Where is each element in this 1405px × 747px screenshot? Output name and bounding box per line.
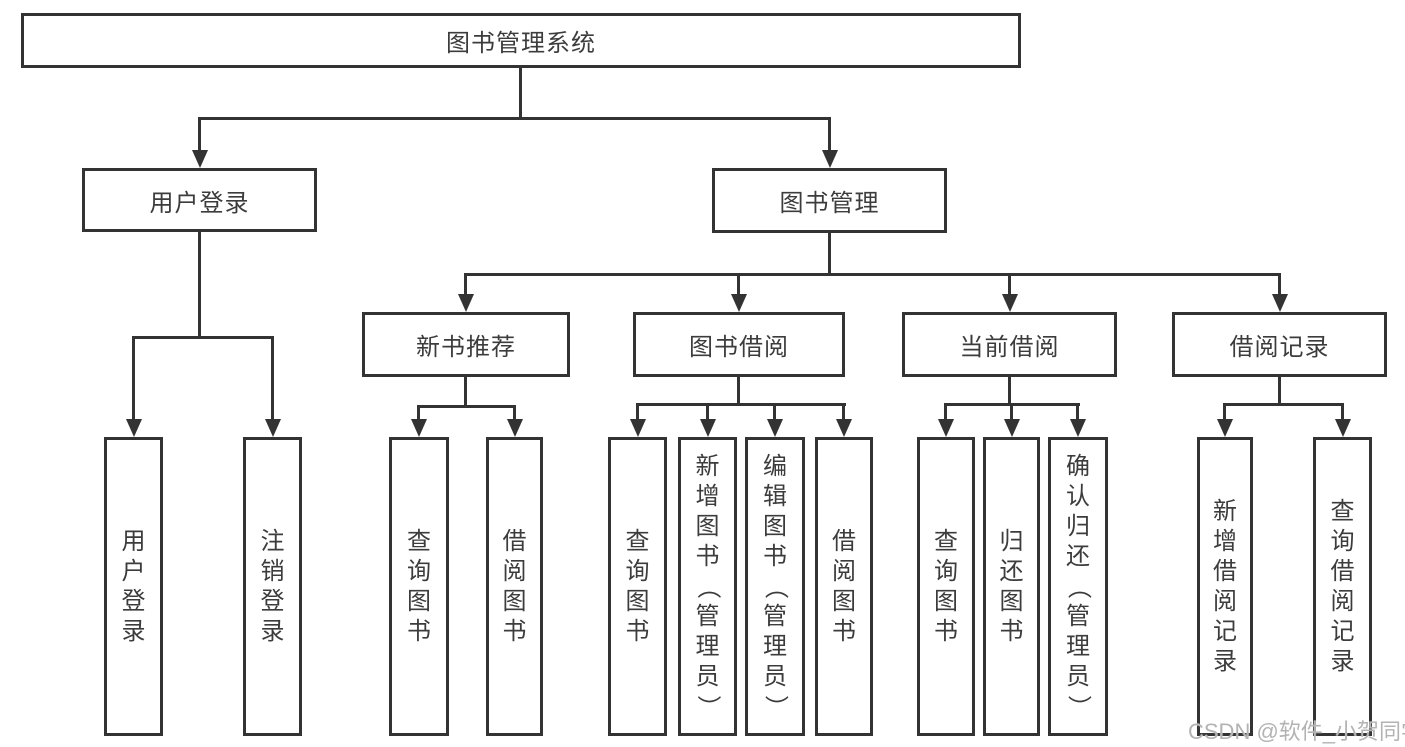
node-label: 图书管理系统	[446, 30, 596, 57]
connector-line	[132, 336, 135, 419]
connector-line	[944, 403, 947, 419]
connector-line	[1223, 403, 1343, 406]
connector-line	[1341, 403, 1344, 419]
leaf-query-borrow-record: 查询借阅记录	[1313, 437, 1372, 736]
leaf-edit-book-admin: 编辑图书（管理员）	[745, 437, 805, 736]
connector-line	[636, 403, 639, 419]
connector-line	[1010, 403, 1013, 419]
connector-line	[1278, 377, 1281, 403]
connector-line	[198, 232, 201, 336]
node-library-management-system: 图书管理系统	[21, 13, 1021, 68]
connector-line	[271, 336, 274, 419]
arrow-down-icon	[700, 419, 716, 437]
leaf-add-book-admin: 新增图书（管理员）	[678, 437, 737, 736]
leaf-borrow-books-borrowing: 借阅图书	[815, 437, 873, 736]
leaf-label: 确认归还（管理员）	[1065, 452, 1092, 719]
leaf-borrow-books-recommend: 借阅图书	[486, 437, 543, 736]
leaf-label: 注销登录	[260, 527, 285, 645]
connector-line	[1008, 273, 1011, 294]
arrow-down-icon	[507, 419, 523, 437]
node-label: 图书管理	[779, 190, 880, 217]
connector-line	[737, 377, 740, 403]
connector-line	[198, 117, 201, 150]
arrow-down-icon	[265, 419, 281, 437]
connector-line	[706, 403, 709, 419]
arrow-down-icon	[192, 150, 208, 168]
node-label: 新书推荐	[416, 334, 516, 361]
arrow-down-icon	[1070, 419, 1086, 437]
node-book-management: 图书管理	[712, 168, 947, 233]
leaf-label: 归还图书	[999, 527, 1024, 645]
leaf-label: 查询借阅记录	[1330, 497, 1355, 675]
arrow-down-icon	[767, 419, 783, 437]
arrow-down-icon	[458, 294, 474, 312]
leaf-label: 查询图书	[934, 527, 958, 645]
connector-line	[828, 233, 831, 273]
arrow-down-icon	[126, 419, 142, 437]
arrow-down-icon	[822, 150, 838, 168]
node-current-borrowing: 当前借阅	[902, 312, 1117, 377]
node-label: 当前借阅	[959, 334, 1060, 361]
connector-line	[842, 403, 845, 419]
leaf-query-books-current: 查询图书	[917, 437, 975, 736]
arrow-down-icon	[411, 419, 427, 437]
connector-line	[417, 405, 420, 419]
node-label: 借阅记录	[1229, 334, 1330, 361]
connector-line	[773, 403, 776, 419]
arrow-down-icon	[1335, 419, 1351, 437]
connector-line	[519, 68, 522, 117]
leaf-add-borrow-record: 新增借阅记录	[1197, 437, 1253, 736]
leaf-confirm-return-admin: 确认归还（管理员）	[1048, 437, 1108, 736]
leaf-label: 查询图书	[407, 527, 431, 645]
connector-line	[513, 405, 516, 419]
arrow-down-icon	[1217, 419, 1233, 437]
connector-line	[737, 273, 740, 294]
leaf-label: 查询图书	[625, 527, 650, 645]
node-book-borrowing: 图书借阅	[633, 312, 845, 377]
arrow-down-icon	[1004, 419, 1020, 437]
node-user-login: 用户登录	[82, 168, 317, 232]
connector-line	[464, 273, 1281, 276]
arrow-down-icon	[938, 419, 954, 437]
connector-line	[1076, 403, 1079, 419]
connector-line	[636, 403, 846, 406]
arrow-down-icon	[836, 419, 852, 437]
leaf-label: 用户登录	[121, 527, 146, 645]
connector-line	[464, 377, 467, 405]
connector-line	[828, 117, 831, 150]
leaf-query-books-borrowing: 查询图书	[608, 437, 667, 736]
connector-line	[1223, 403, 1226, 419]
connector-line	[464, 273, 467, 294]
leaf-return-book: 归还图书	[983, 437, 1040, 736]
leaf-label: 借阅图书	[502, 527, 527, 645]
csdn-watermark: CSDN @软件_小贺同学	[1188, 719, 1405, 744]
leaf-user-login: 用户登录	[104, 437, 163, 736]
leaf-label: 新增借阅记录	[1213, 497, 1237, 675]
connector-line	[198, 117, 831, 120]
arrow-down-icon	[1272, 294, 1288, 312]
leaf-label: 编辑图书（管理员）	[762, 452, 789, 719]
arrow-down-icon	[630, 419, 646, 437]
leaf-query-books-recommend: 查询图书	[389, 437, 449, 736]
leaf-label: 借阅图书	[832, 527, 856, 645]
node-borrowing-records: 借阅记录	[1172, 312, 1387, 377]
node-new-book-recommendation: 新书推荐	[362, 312, 570, 377]
node-label: 图书借阅	[689, 334, 789, 361]
connector-line	[417, 405, 516, 408]
connector-line	[1278, 273, 1281, 294]
arrow-down-icon	[731, 294, 747, 312]
connector-line	[132, 336, 274, 339]
node-label: 用户登录	[149, 189, 250, 217]
arrow-down-icon	[1002, 294, 1018, 312]
leaf-label: 新增图书（管理员）	[694, 452, 722, 719]
leaf-logout: 注销登录	[243, 437, 302, 736]
connector-line	[1008, 377, 1011, 403]
